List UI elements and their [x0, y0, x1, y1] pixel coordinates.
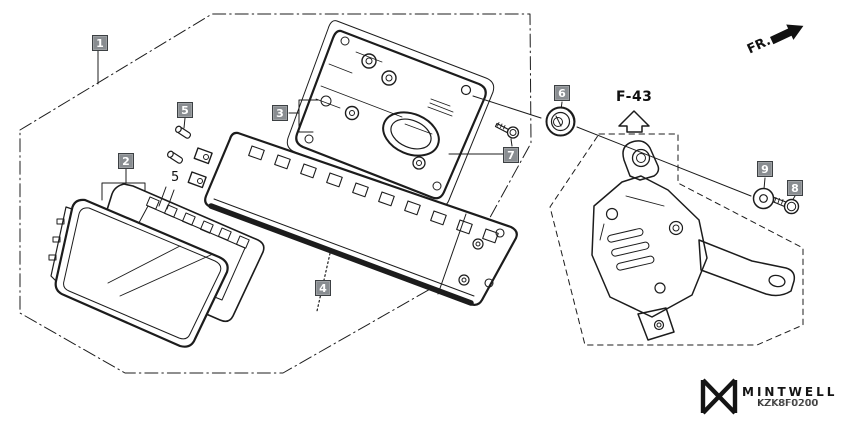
brand-name: MINTWELL — [742, 385, 838, 399]
f43-reference-arrow-icon — [618, 110, 650, 133]
callout-2[interactable]: 2 — [118, 153, 134, 169]
screw-7-part — [494, 122, 520, 139]
bracket-boundary — [549, 133, 804, 346]
grommet-part — [545, 106, 576, 137]
callout-4[interactable]: 4 — [315, 280, 331, 296]
callout-5[interactable]: 5 — [177, 102, 193, 118]
lens-part — [48, 198, 229, 348]
callout-7[interactable]: 7 — [503, 147, 519, 163]
figure-ref-f43[interactable]: F-43 — [616, 89, 653, 105]
callout-6[interactable]: 6 — [554, 85, 570, 101]
callout-3[interactable]: 3 — [272, 105, 288, 121]
bracket-part — [591, 140, 796, 341]
fr-direction-arrow-icon — [769, 24, 804, 45]
callout-1[interactable]: 1 — [92, 35, 108, 51]
meter-part — [187, 131, 518, 306]
callout-9[interactable]: 9 — [757, 161, 773, 177]
pin-parts — [167, 125, 192, 164]
diagram-code: KZK8F0200 — [757, 398, 819, 409]
screw-8-part — [771, 196, 800, 215]
washer-part — [752, 187, 775, 210]
callout-8[interactable]: 8 — [787, 180, 803, 196]
loose-part-number: 5 — [171, 170, 180, 185]
mintwell-logo-icon — [700, 378, 738, 415]
